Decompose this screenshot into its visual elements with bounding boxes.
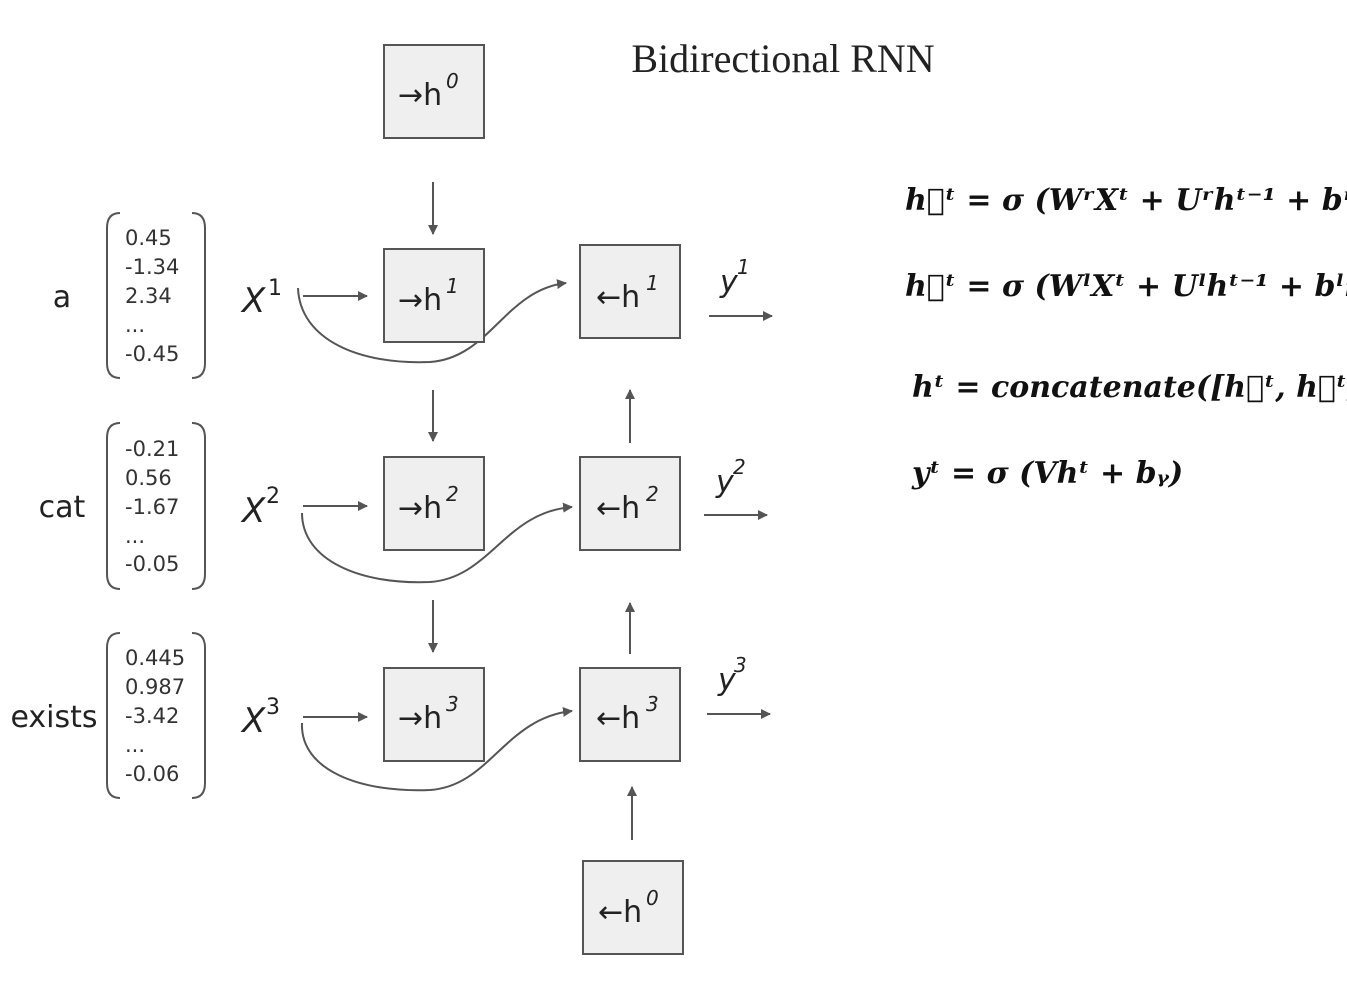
init-backward-state: ←h 0 (582, 860, 684, 955)
bwd-h2-box (579, 456, 681, 551)
vector-2-value-5: -0.05 (125, 552, 179, 576)
y-sup-1: 1 (737, 255, 750, 279)
init-backward-label: ←h (598, 895, 642, 930)
vector-3-value-2: 0.987 (125, 675, 185, 699)
vector-2-value-3: -1.67 (125, 495, 179, 519)
equations: h⃗ᵗ = σ (WʳXᵗ + Uʳhᵗ⁻¹ + bʳₕ) h⃖ᵗ = σ (W… (905, 183, 1347, 491)
arrow-x1-to-bwd-h1 (297, 279, 567, 364)
word-1: a (53, 280, 71, 315)
equation-forward-hidden: h⃗ᵗ = σ (WʳXᵗ + Uʳhᵗ⁻¹ + bʳₕ) (905, 183, 1347, 218)
init-forward-state: →h 0 (383, 44, 485, 139)
vector-3-right-bracket (191, 632, 206, 799)
vector-1-value-2: -1.34 (125, 255, 179, 279)
x-sup-3: 3 (266, 695, 280, 720)
init-forward-box (383, 44, 485, 139)
arrow-x2-to-bwd-h2 (301, 502, 573, 584)
equation-backward-hidden: h⃖ᵗ = σ (WˡXᵗ + Uˡhᵗ⁻¹ + bˡₕ) (905, 269, 1347, 304)
vector-1-right-bracket (191, 212, 206, 379)
y-label-2: y (715, 465, 735, 500)
arrow-x3-to-bwd-h3 (300, 706, 573, 792)
init-backward-box (582, 860, 684, 955)
fwd-h1-box (383, 248, 485, 343)
vector-2-right-bracket (191, 422, 206, 590)
vector-2-left-bracket (106, 422, 121, 590)
fwd-h2-box (383, 456, 485, 551)
init-backward-sup: 0 (646, 886, 659, 910)
init-forward-label: →h (398, 78, 442, 113)
fwd-h1-sup: 1 (446, 274, 459, 298)
y-label-1: y (719, 265, 739, 300)
x-label-2: X (240, 491, 266, 531)
y-sup-3: 3 (734, 653, 747, 677)
row-1: a 0.45 -1.34 2.34 ... -0.45 X 1 →h 1 ←h … (53, 212, 773, 379)
x-label-1: X (240, 281, 266, 321)
bwd-h3-label: ←h (596, 701, 640, 736)
bwd-h2-sup: 2 (646, 482, 659, 506)
x-sup-1: 1 (268, 276, 282, 301)
vector-3-left-bracket (106, 632, 121, 799)
fwd-h2-label: →h (398, 491, 442, 526)
vector-3-value-1: 0.445 (125, 646, 185, 670)
y-sup-2: 2 (733, 455, 746, 479)
y-label-3: y (717, 663, 737, 698)
vector-1-value-5: -0.45 (125, 342, 179, 366)
x-sup-2: 2 (266, 484, 280, 509)
x-label-3: X (240, 701, 266, 741)
bwd-h2-label: ←h (596, 491, 640, 526)
vector-3-value-5: -0.06 (125, 762, 179, 786)
vector-3-value-3: -3.42 (125, 704, 179, 728)
row-2: cat -0.21 0.56 -1.67 ... -0.05 X 2 →h 2 … (39, 422, 768, 590)
vector-2-value-1: -0.21 (125, 437, 179, 461)
equation-concatenate: hᵗ = concatenate([h⃗ᵗ, h⃖ᵗ]) (912, 370, 1347, 405)
word-2: cat (39, 490, 86, 525)
bwd-h1-box (579, 244, 681, 339)
fwd-h2-sup: 2 (446, 482, 459, 506)
bwd-h1-label: ←h (596, 280, 640, 315)
fwd-h3-sup: 3 (446, 692, 459, 716)
vector-1-value-3: 2.34 (125, 284, 172, 308)
init-forward-sup: 0 (446, 69, 459, 93)
vector-2-value-4: ... (125, 524, 145, 548)
bwd-h3-sup: 3 (646, 692, 659, 716)
vector-1-value-4: ... (125, 313, 145, 337)
equation-output: yᵗ = σ (Vhᵗ + bᵧ) (911, 456, 1183, 491)
fwd-h1-label: →h (398, 283, 442, 318)
vector-1-left-bracket (106, 212, 121, 379)
vector-2-value-2: 0.56 (125, 466, 172, 490)
word-3: exists (10, 700, 97, 735)
vector-1-value-1: 0.45 (125, 226, 172, 250)
fwd-h3-box (383, 667, 485, 762)
vector-3-value-4: ... (125, 733, 145, 757)
bwd-h1-sup: 1 (646, 271, 659, 295)
bwd-h3-box (579, 667, 681, 762)
fwd-h3-label: →h (398, 701, 442, 736)
row-3: exists 0.445 0.987 -3.42 ... -0.06 X 3 →… (10, 632, 771, 799)
diagram-title: Bidirectional RNN (631, 36, 934, 81)
